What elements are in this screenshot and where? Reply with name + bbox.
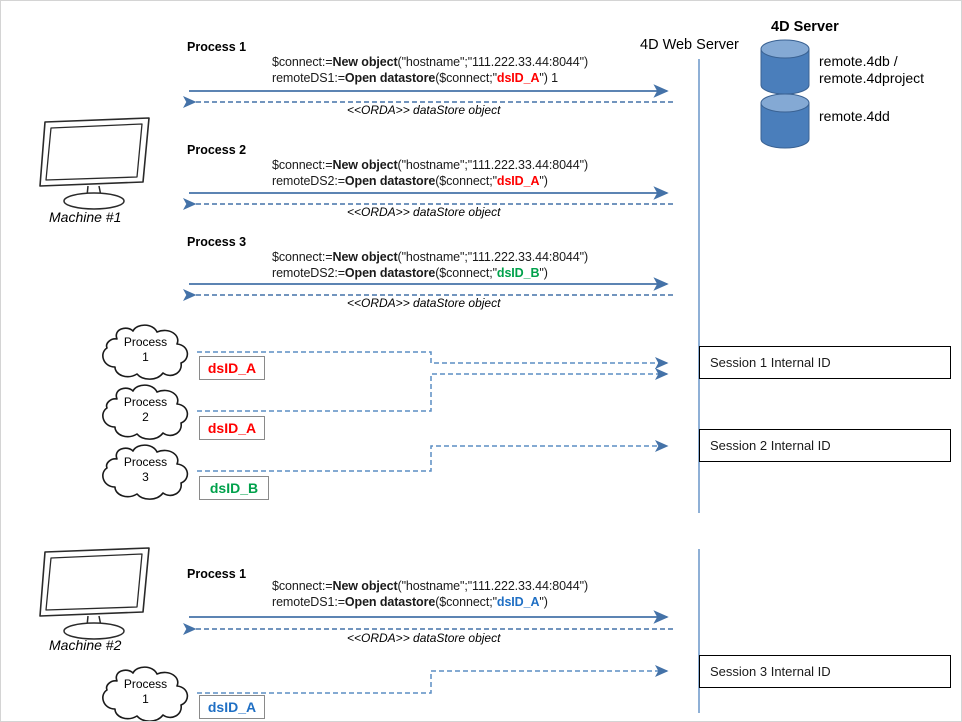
code-var: remoteDS1:= [272, 595, 345, 609]
code-var: remoteDS2:= [272, 174, 345, 188]
server-title: 4D Server [771, 19, 839, 35]
code-args-pre: ($connect;" [435, 595, 497, 609]
code-fn: Open datastore [344, 595, 436, 609]
code-args-pre: ($connect;" [435, 174, 497, 188]
session-box-3: Session 3 Internal ID [699, 655, 951, 688]
code-fn: New object [332, 55, 398, 69]
session-link-cloud2 [197, 368, 669, 412]
process-block-2-return-label: <<ORDA>> dataStore object [347, 205, 501, 219]
code-var: remoteDS2:= [272, 266, 345, 280]
code-fn: New object [332, 579, 398, 593]
cloud-process-3 [93, 443, 198, 503]
session-link-cloud3 [197, 440, 669, 472]
code-args-post: ") [539, 174, 548, 188]
code-var: remoteDS1:= [272, 71, 345, 85]
code-pre: $connect:= [272, 579, 333, 593]
machine-1-monitor [31, 116, 161, 211]
cloud-m2-process-1 [93, 665, 198, 721]
cloud-process-2 [93, 383, 198, 443]
code-args: ("hostname";"111.222.33.44:8044") [397, 55, 589, 69]
process-block-3-return-label: <<ORDA>> dataStore object [347, 296, 501, 310]
db-label-line2: remote.4dproject [819, 70, 925, 86]
code-fn: New object [332, 158, 398, 172]
code-dsid: dsID_B [496, 266, 540, 280]
code-args: ("hostname";"111.222.33.44:8044") [397, 579, 589, 593]
webserver-label: 4D Web Server [640, 37, 739, 53]
session-link-m2-cloud1 [197, 665, 669, 694]
process-block-1-return-label: <<ORDA>> dataStore object [347, 103, 501, 117]
dsid-tag-2: dsID_A [199, 416, 265, 440]
db-remote-4dd-label: remote.4dd [819, 108, 890, 124]
process-block-1-title: Process 1 [187, 40, 247, 54]
dsid-tag-1: dsID_A [199, 356, 265, 380]
process-block-4-return-label: <<ORDA>> dataStore object [347, 631, 501, 645]
code-args-pre: ($connect;" [435, 266, 497, 280]
process-block-4-code-line2: remoteDS1:=Open datastore($connect;"dsID… [272, 595, 548, 609]
dsid-tag-3: dsID_B [199, 476, 269, 500]
process-block-4-code-line1: $connect:=New object("hostname";"111.222… [272, 579, 588, 593]
cloud-process-1 [93, 323, 198, 383]
code-pre: $connect:= [272, 158, 333, 172]
process-block-2-code-line1: $connect:=New object("hostname";"111.222… [272, 158, 588, 172]
code-pre: $connect:= [272, 250, 333, 264]
process-block-3-code-line2: remoteDS2:=Open datastore($connect;"dsID… [272, 266, 548, 280]
code-args: ("hostname";"111.222.33.44:8044") [397, 250, 589, 264]
db-label-line1: remote.4db / [819, 53, 898, 69]
code-fn: New object [332, 250, 398, 264]
db-remote-4dd [759, 93, 811, 149]
process-block-2-title: Process 2 [187, 143, 247, 157]
code-args-post: ") [539, 266, 548, 280]
process-block-1-code-line1: $connect:=New object("hostname";"111.222… [272, 55, 588, 69]
machine-2-monitor [31, 546, 161, 641]
session-box-1: Session 1 Internal ID [699, 346, 951, 379]
db-remote-4db [759, 39, 811, 95]
machine-2-label: Machine #2 [49, 637, 122, 653]
code-args-post: ") 1 [539, 71, 559, 85]
code-dsid: dsID_A [496, 71, 540, 85]
code-args: ("hostname";"111.222.33.44:8044") [397, 158, 589, 172]
session-link-cloud1 [197, 351, 669, 369]
machine-1-label: Machine #1 [49, 209, 122, 225]
db-remote-4db-label: remote.4db / remote.4dproject [819, 53, 924, 87]
code-fn: Open datastore [344, 71, 436, 85]
code-dsid: dsID_A [496, 595, 540, 609]
process-block-3-code-line1: $connect:=New object("hostname";"111.222… [272, 250, 588, 264]
code-fn: Open datastore [344, 174, 436, 188]
dsid-tag-4: dsID_A [199, 695, 265, 719]
code-dsid: dsID_A [496, 174, 540, 188]
code-pre: $connect:= [272, 55, 333, 69]
process-block-4-title: Process 1 [187, 567, 247, 581]
code-fn: Open datastore [344, 266, 436, 280]
code-args-pre: ($connect;" [435, 71, 497, 85]
process-block-1-code-line2: remoteDS1:=Open datastore($connect;"dsID… [272, 71, 558, 85]
session-box-2: Session 2 Internal ID [699, 429, 951, 462]
process-block-2-code-line2: remoteDS2:=Open datastore($connect;"dsID… [272, 174, 548, 188]
process-block-3-title: Process 3 [187, 235, 247, 249]
code-args-post: ") [539, 595, 548, 609]
